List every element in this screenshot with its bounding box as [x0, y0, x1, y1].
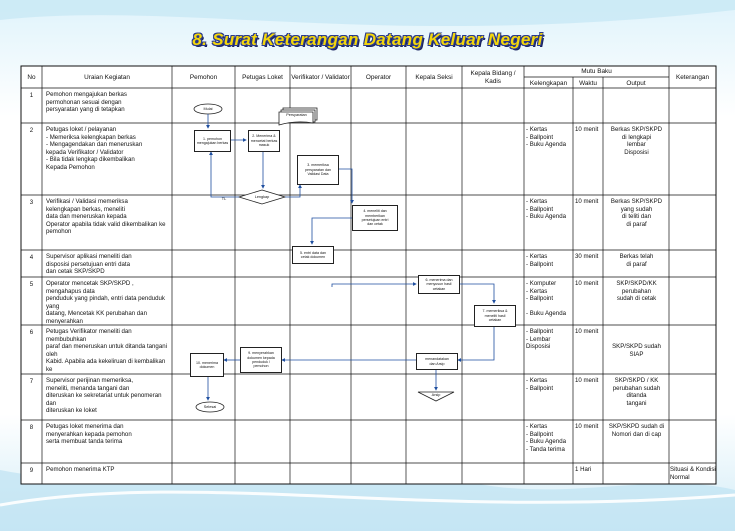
- row-no: 5: [29, 281, 34, 288]
- step-3-box: 3. memeriksa persyaratan dan Validasi Da…: [297, 155, 339, 185]
- row-waktu: 10 menit: [575, 423, 599, 430]
- header-kepala-seksi: Kepala Seksi: [415, 74, 453, 81]
- header-no: No: [27, 74, 36, 81]
- step-2-box: 2. Menerima & mencetat berkas masuk: [248, 130, 280, 152]
- archive-merge: [417, 391, 455, 402]
- page-title: 8. Surat Keterangan Datang Keluar Negeri: [192, 30, 543, 49]
- row-waktu: 1 Hari: [575, 466, 592, 473]
- arrow-3-to-4: [337, 168, 354, 204]
- row-no: 8: [29, 424, 34, 431]
- decision-lengkap: [237, 189, 287, 205]
- row-output: Berkas telah di paraf: [619, 253, 654, 268]
- arrow-7-to-sign: [457, 325, 495, 362]
- row-waktu: 10 menit: [575, 126, 599, 133]
- arrow-6-to-7: [458, 283, 496, 304]
- row-no: 1: [29, 92, 34, 99]
- tl-label: TL: [221, 197, 227, 201]
- end-terminator: [195, 401, 225, 413]
- sign-archive-box: menandatakan dan Arsip: [416, 353, 458, 370]
- row-output: SKP/SKPD/KK perubahan sudah di cetak: [616, 280, 657, 303]
- header-kepala-bidang: Kepala Bidang / Kadis: [470, 70, 516, 85]
- row-no: 2: [29, 127, 34, 134]
- row-output: SKP/SKPD sudah SIAP: [612, 343, 661, 358]
- arrow-5-to-6: [331, 282, 417, 287]
- row-no: 7: [29, 378, 34, 385]
- row-no: 3: [29, 199, 34, 206]
- step-1-box: 1. pemohon mengajukan berkas: [194, 130, 231, 152]
- header-pemohon: Pemohon: [189, 74, 218, 81]
- row-waktu: 30 menit: [575, 253, 599, 260]
- header-operator: Operator: [365, 74, 392, 81]
- header-petugas-loket: Petugas Loket: [242, 74, 283, 81]
- header-kelengkapan: Kelengkapan: [529, 80, 568, 87]
- row-uraian: Pemohon mengajukan berkas permohonan ses…: [46, 91, 127, 114]
- row-uraian: Petugas loket / pelayanan - Memeriksa ke…: [46, 126, 143, 171]
- persyaratan-label: Persyaratan: [286, 113, 307, 117]
- row-uraian: Petugas loket menerima dan menyerahkan k…: [46, 423, 132, 446]
- row-kelengkapan: - Ballpoint - Lembar Disposisi: [526, 328, 554, 351]
- row-no: 6: [29, 329, 34, 336]
- end-label: Selesai: [203, 405, 217, 409]
- row-kelengkapan: - Kertas - Ballpoint: [526, 253, 554, 268]
- row-waktu: 10 menit: [575, 280, 599, 287]
- row-kelengkapan: - Kertas - Ballpoint - Buku Agenda: [526, 198, 566, 221]
- document-persyaratan: [278, 111, 314, 126]
- row-uraian: Operator mencetak SKP/SKPD , mengahapus …: [46, 280, 165, 324]
- step-4-box: 4. meneliti dan memberikan persetujuan e…: [352, 205, 398, 231]
- header-output: Output: [626, 80, 646, 87]
- archive-label: Arsip: [431, 393, 441, 397]
- row-uraian: Supervisor perijinan memeriksa, meneliti…: [46, 377, 162, 415]
- row-uraian: Pemohon menerima KTP: [46, 466, 115, 473]
- row-uraian: Supervisor aplikasi meneliti dan disposi…: [46, 253, 132, 276]
- row-kelengkapan: - Kertas - Ballpoint - Buku Agenda: [526, 126, 566, 149]
- step-7-box: 7. memeriksa & meneliti hasil cetakan: [474, 305, 516, 327]
- row-uraian: Petugas Verifikator meneliti dan membubu…: [46, 328, 167, 373]
- header-keterangan: Keterangan: [675, 74, 710, 81]
- header-mutu-baku: Mutu Baku: [581, 68, 612, 75]
- row-waktu: 10 menit: [575, 377, 599, 384]
- row-waktu: 10 menit: [575, 198, 599, 205]
- row-no: 9: [29, 467, 34, 474]
- step-6-box: 6. menerima dan menyusun hasil cetakan: [418, 275, 460, 294]
- step-10-box: 10. menerima dokumen: [190, 353, 224, 377]
- header-uraian: Uraian Kegiatan: [84, 74, 130, 81]
- header-verifikator: Verifikator / Validator: [291, 74, 350, 81]
- header-waktu: Waktu: [579, 80, 597, 87]
- step-9-box: 9. menyerahkan dokumen kepada penduduk /…: [240, 347, 282, 373]
- row-keterangan: Situasi & Kondisi Normal: [670, 466, 716, 481]
- table-frame: [20, 65, 717, 485]
- row-waktu: 10 menit: [575, 328, 599, 335]
- row-output: Berkas SKP/SKPD yang sudah di teliti dan…: [610, 198, 663, 228]
- row-kelengkapan: - Komputer - Kertas - Ballpoint - Buku A…: [526, 280, 566, 318]
- row-output: SKP/SKPD sudah di Nomori dan di cap: [608, 423, 665, 438]
- decision-label: Lengkap: [254, 195, 270, 199]
- row-kelengkapan: - Kertas - Ballpoint: [526, 377, 554, 392]
- row-output: SKP/SKPD / KK perubahan sudah ditanda ta…: [612, 377, 661, 407]
- arrow-4-to-5: [310, 217, 352, 245]
- row-uraian: Verifikasi / Validasi memeriksa kelengka…: [46, 198, 166, 236]
- row-no: 4: [29, 254, 34, 261]
- step-5-box: 5. entri data dan cetak dokumen: [292, 246, 334, 264]
- start-label: Mulai: [203, 107, 213, 111]
- row-kelengkapan: - Kertas - Ballpoint - Buku Agenda - Tan…: [526, 423, 566, 453]
- arrow-tl-to-1: [209, 151, 239, 198]
- row-output: Berkas SKP/SKPD di lengkapi lembar Dispo…: [610, 126, 663, 156]
- arrow-lengkap-to-3: [285, 184, 302, 198]
